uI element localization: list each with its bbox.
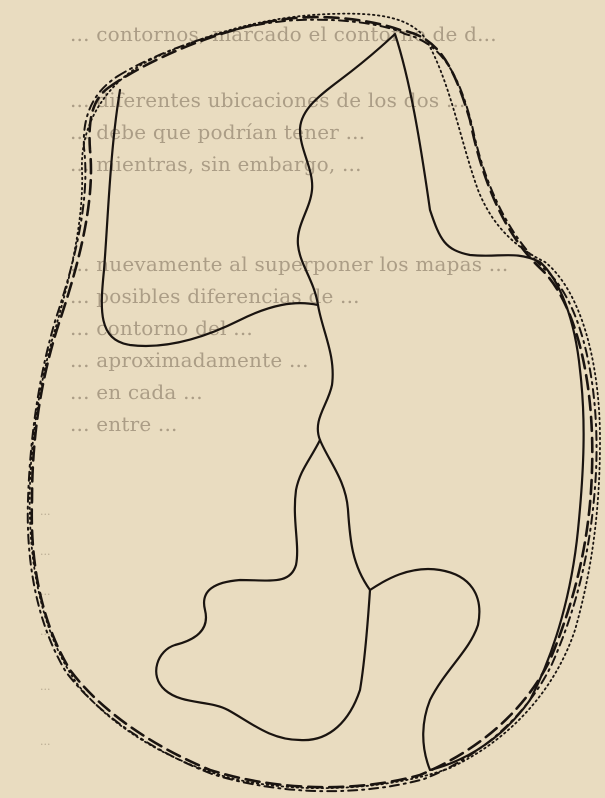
solid-outline-left [102, 90, 318, 346]
dashed-outline [32, 17, 593, 787]
solid-outline [298, 34, 584, 770]
solid-outline-lower [156, 440, 370, 740]
